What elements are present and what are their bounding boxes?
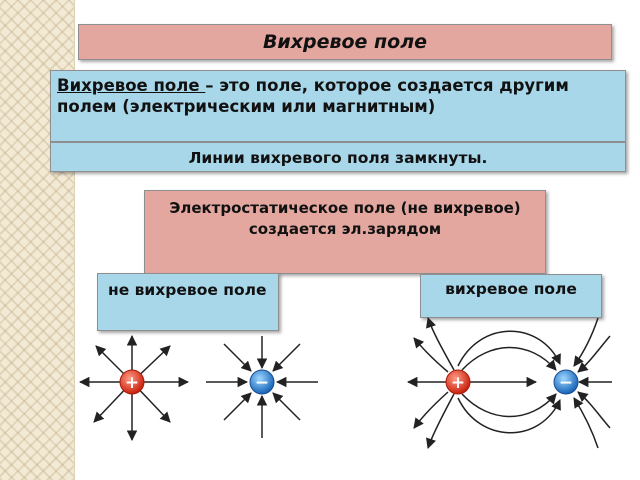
dipole-field-lines: [406, 317, 612, 449]
svg-text:+: +: [125, 373, 139, 393]
svg-text:+: +: [451, 373, 465, 393]
dipole-negative-charge-icon: −: [553, 369, 579, 395]
label-nonvortex-field: не вихревое поле: [97, 273, 279, 331]
positive-charge-icon: +: [119, 369, 145, 395]
slide-title: Вихревое поле: [78, 24, 612, 60]
definition-term: Вихревое поле: [57, 76, 206, 95]
dipole-positive-charge-icon: +: [445, 369, 471, 395]
electrostatic-field-box: Электростатическое поле (не вихревое) со…: [144, 190, 546, 274]
label-vortex-field: вихревое поле: [420, 274, 602, 318]
closed-lines-statement: Линии вихревого поля замкнуты.: [50, 142, 626, 172]
negative-charge-icon: −: [249, 369, 275, 395]
svg-text:−: −: [255, 373, 269, 393]
negative-charge-radial-field: [206, 336, 318, 438]
definition-box: Вихревое поле – это поле, которое создае…: [50, 70, 626, 142]
definition-text: – это поле, которое создается другим пол…: [57, 76, 569, 116]
svg-text:−: −: [559, 373, 573, 393]
